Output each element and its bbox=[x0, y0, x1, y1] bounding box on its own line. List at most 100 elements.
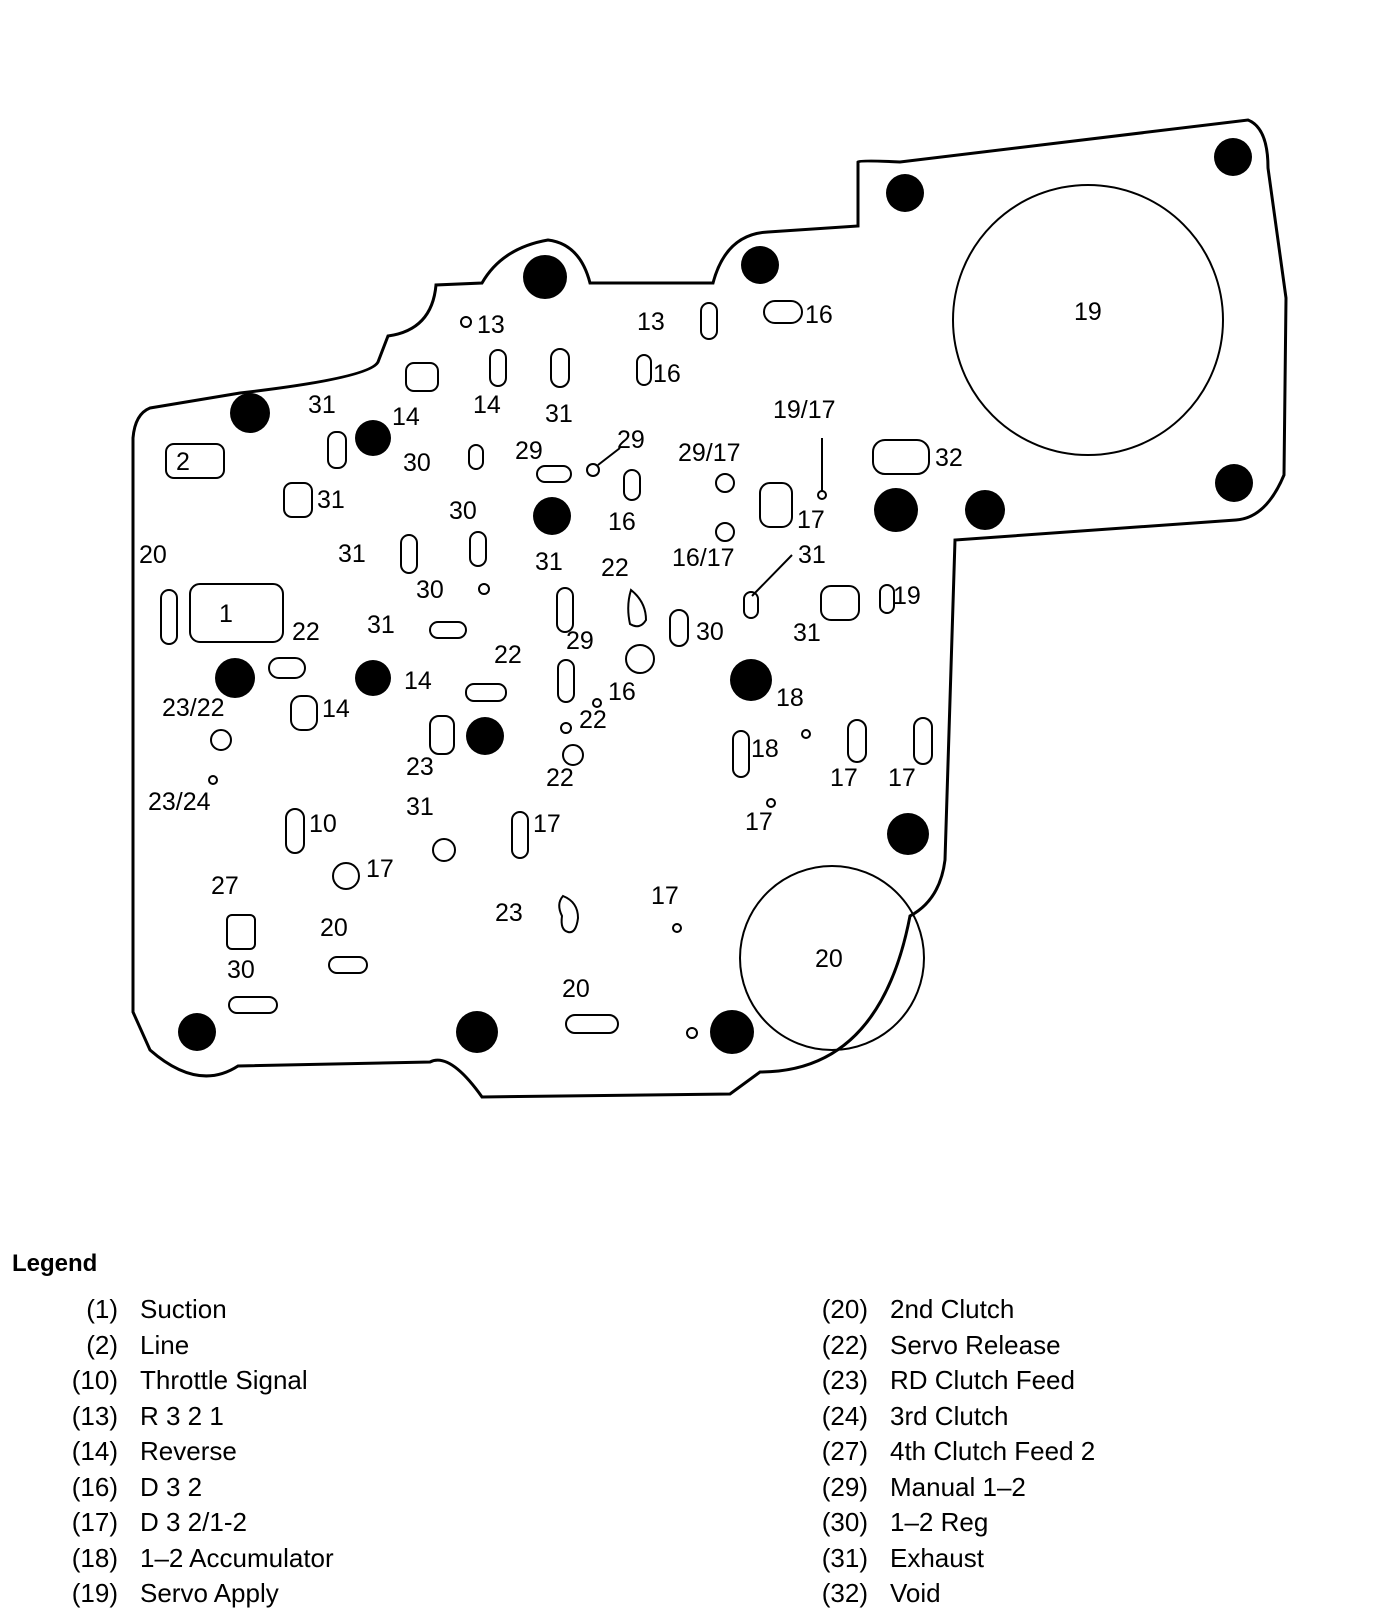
legend-label: 4th Clutch Feed 2 bbox=[890, 1436, 1096, 1466]
suction-port bbox=[189, 583, 284, 643]
bolt-hole bbox=[887, 813, 929, 855]
port-label: 29 bbox=[617, 426, 645, 454]
legend-label: 3rd Clutch bbox=[890, 1400, 1009, 1431]
legend-label: D 3 2 bbox=[140, 1471, 203, 1502]
port-label: 16 bbox=[805, 301, 833, 329]
port-label: 29/17 bbox=[678, 439, 741, 467]
part-label-20: 20 bbox=[815, 945, 843, 973]
port-label: 16 bbox=[608, 678, 636, 706]
bolt-hole bbox=[178, 1013, 216, 1051]
port-label: 31 bbox=[798, 541, 826, 569]
port-label: 17 bbox=[830, 764, 858, 792]
servo-apply-bore bbox=[952, 184, 1224, 456]
legend-number: (10) bbox=[71, 1365, 118, 1395]
legend-number: (1) bbox=[86, 1294, 118, 1324]
port-label: 13 bbox=[637, 308, 665, 336]
legend-item: (19) Servo Apply bbox=[60, 1576, 334, 1612]
bolt-hole bbox=[1214, 138, 1252, 176]
legend-label: Servo Apply bbox=[140, 1578, 279, 1608]
legend-item: (13)R 3 2 1 bbox=[60, 1399, 334, 1435]
legend-item: (17)D 3 2/1-2 bbox=[60, 1505, 334, 1541]
legend-number: (20) bbox=[821, 1294, 868, 1324]
part-label-1: 1 bbox=[219, 600, 233, 628]
port-label: 31 bbox=[406, 793, 434, 821]
port-label: 23 bbox=[495, 899, 523, 927]
port-label: 29 bbox=[566, 627, 594, 655]
legend-label: 1–2 Accumulator bbox=[140, 1542, 334, 1573]
legend-number: (24) bbox=[821, 1400, 868, 1431]
port-label: 20 bbox=[562, 975, 590, 1003]
legend-item: (18) 1–2 Accumulator bbox=[60, 1541, 334, 1577]
port-label: 31 bbox=[338, 540, 366, 568]
bolt-hole bbox=[710, 1010, 754, 1054]
passages bbox=[160, 300, 933, 1039]
legend-item: (1)Suction bbox=[60, 1292, 334, 1328]
legend-number: (18) bbox=[71, 1542, 118, 1573]
bolt-hole bbox=[466, 717, 504, 755]
port-label: 16/17 bbox=[672, 544, 735, 572]
port-label: 23/22 bbox=[162, 694, 225, 722]
bolt-hole bbox=[965, 490, 1005, 530]
bolt-hole bbox=[886, 174, 924, 212]
bolt-hole bbox=[523, 255, 567, 299]
legend-item: (16) D 3 2 bbox=[60, 1470, 334, 1506]
port-label: 31 bbox=[535, 548, 563, 576]
port-label: 23/24 bbox=[148, 788, 211, 816]
legend-label: Manual 1–2 bbox=[890, 1471, 1026, 1502]
second-clutch-bore bbox=[739, 865, 925, 1051]
bolt-hole bbox=[730, 659, 772, 701]
port-label: 22 bbox=[601, 554, 629, 582]
port-label: 31 bbox=[308, 391, 336, 419]
legend-number: (22) bbox=[821, 1329, 868, 1360]
port-label: 18 bbox=[776, 684, 804, 712]
port-label: 10 bbox=[309, 810, 337, 838]
legend-number: (29) bbox=[821, 1471, 868, 1502]
bolt-hole bbox=[355, 660, 391, 696]
legend-number: (19) bbox=[71, 1578, 118, 1608]
legend-item: (2)Line bbox=[60, 1328, 334, 1364]
legend-number: (31) bbox=[821, 1542, 868, 1573]
port-label: 30 bbox=[227, 956, 255, 984]
port-label: 32 bbox=[935, 444, 963, 472]
port-label: 31 bbox=[317, 486, 345, 514]
port-label: 14 bbox=[322, 695, 350, 723]
legend-label: Reverse bbox=[140, 1436, 237, 1466]
legend-left-column: (1)Suction (2)Line (10) Throttle Signal (… bbox=[60, 1292, 334, 1612]
port-label: 17 bbox=[797, 506, 825, 534]
valve-body-plate-diagram: 19 20 1 2 bbox=[131, 118, 1288, 1099]
port-label: 30 bbox=[696, 618, 724, 646]
legend-title: Legend bbox=[12, 1250, 98, 1277]
legend-item: (30)1–2 Reg bbox=[810, 1505, 1095, 1541]
port-label: 13 bbox=[477, 311, 505, 339]
port-label: 20 bbox=[139, 541, 167, 569]
bolt-hole bbox=[215, 658, 255, 698]
legend-item: (27) 4th Clutch Feed 2 bbox=[810, 1434, 1095, 1470]
port-label: 20 bbox=[320, 914, 348, 942]
port-label: 30 bbox=[403, 449, 431, 477]
legend-number: (16) bbox=[71, 1471, 118, 1502]
plate-outline bbox=[131, 118, 1288, 1099]
part-label-2: 2 bbox=[176, 448, 190, 476]
port-label: 14 bbox=[404, 667, 432, 695]
legend-label: Void bbox=[890, 1578, 941, 1608]
legend-label: 2nd Clutch bbox=[890, 1294, 1015, 1324]
port-label: 31 bbox=[367, 611, 395, 639]
legend-item: (24) 3rd Clutch bbox=[810, 1399, 1095, 1435]
legend-right-column: (20)2nd Clutch (22)Servo Release (23)RD … bbox=[810, 1292, 1095, 1612]
bolt-hole bbox=[230, 393, 270, 433]
legend-number: (27) bbox=[821, 1436, 868, 1466]
legend-label: Throttle Signal bbox=[140, 1365, 308, 1395]
port-label: 17 bbox=[888, 764, 916, 792]
legend-item: (23)RD Clutch Feed bbox=[810, 1363, 1095, 1399]
line-port bbox=[165, 443, 225, 479]
port-label: 16 bbox=[653, 360, 681, 388]
legend-item: (10) Throttle Signal bbox=[60, 1363, 334, 1399]
bolt-hole bbox=[533, 497, 571, 535]
port-label: 17 bbox=[533, 810, 561, 838]
port-label: 22 bbox=[494, 641, 522, 669]
port-label: 30 bbox=[449, 497, 477, 525]
legend-label: R 3 2 1 bbox=[140, 1400, 224, 1431]
port-label: 17 bbox=[366, 855, 394, 883]
port-label: 19/17 bbox=[773, 396, 836, 424]
legend-number: (17) bbox=[71, 1507, 118, 1537]
